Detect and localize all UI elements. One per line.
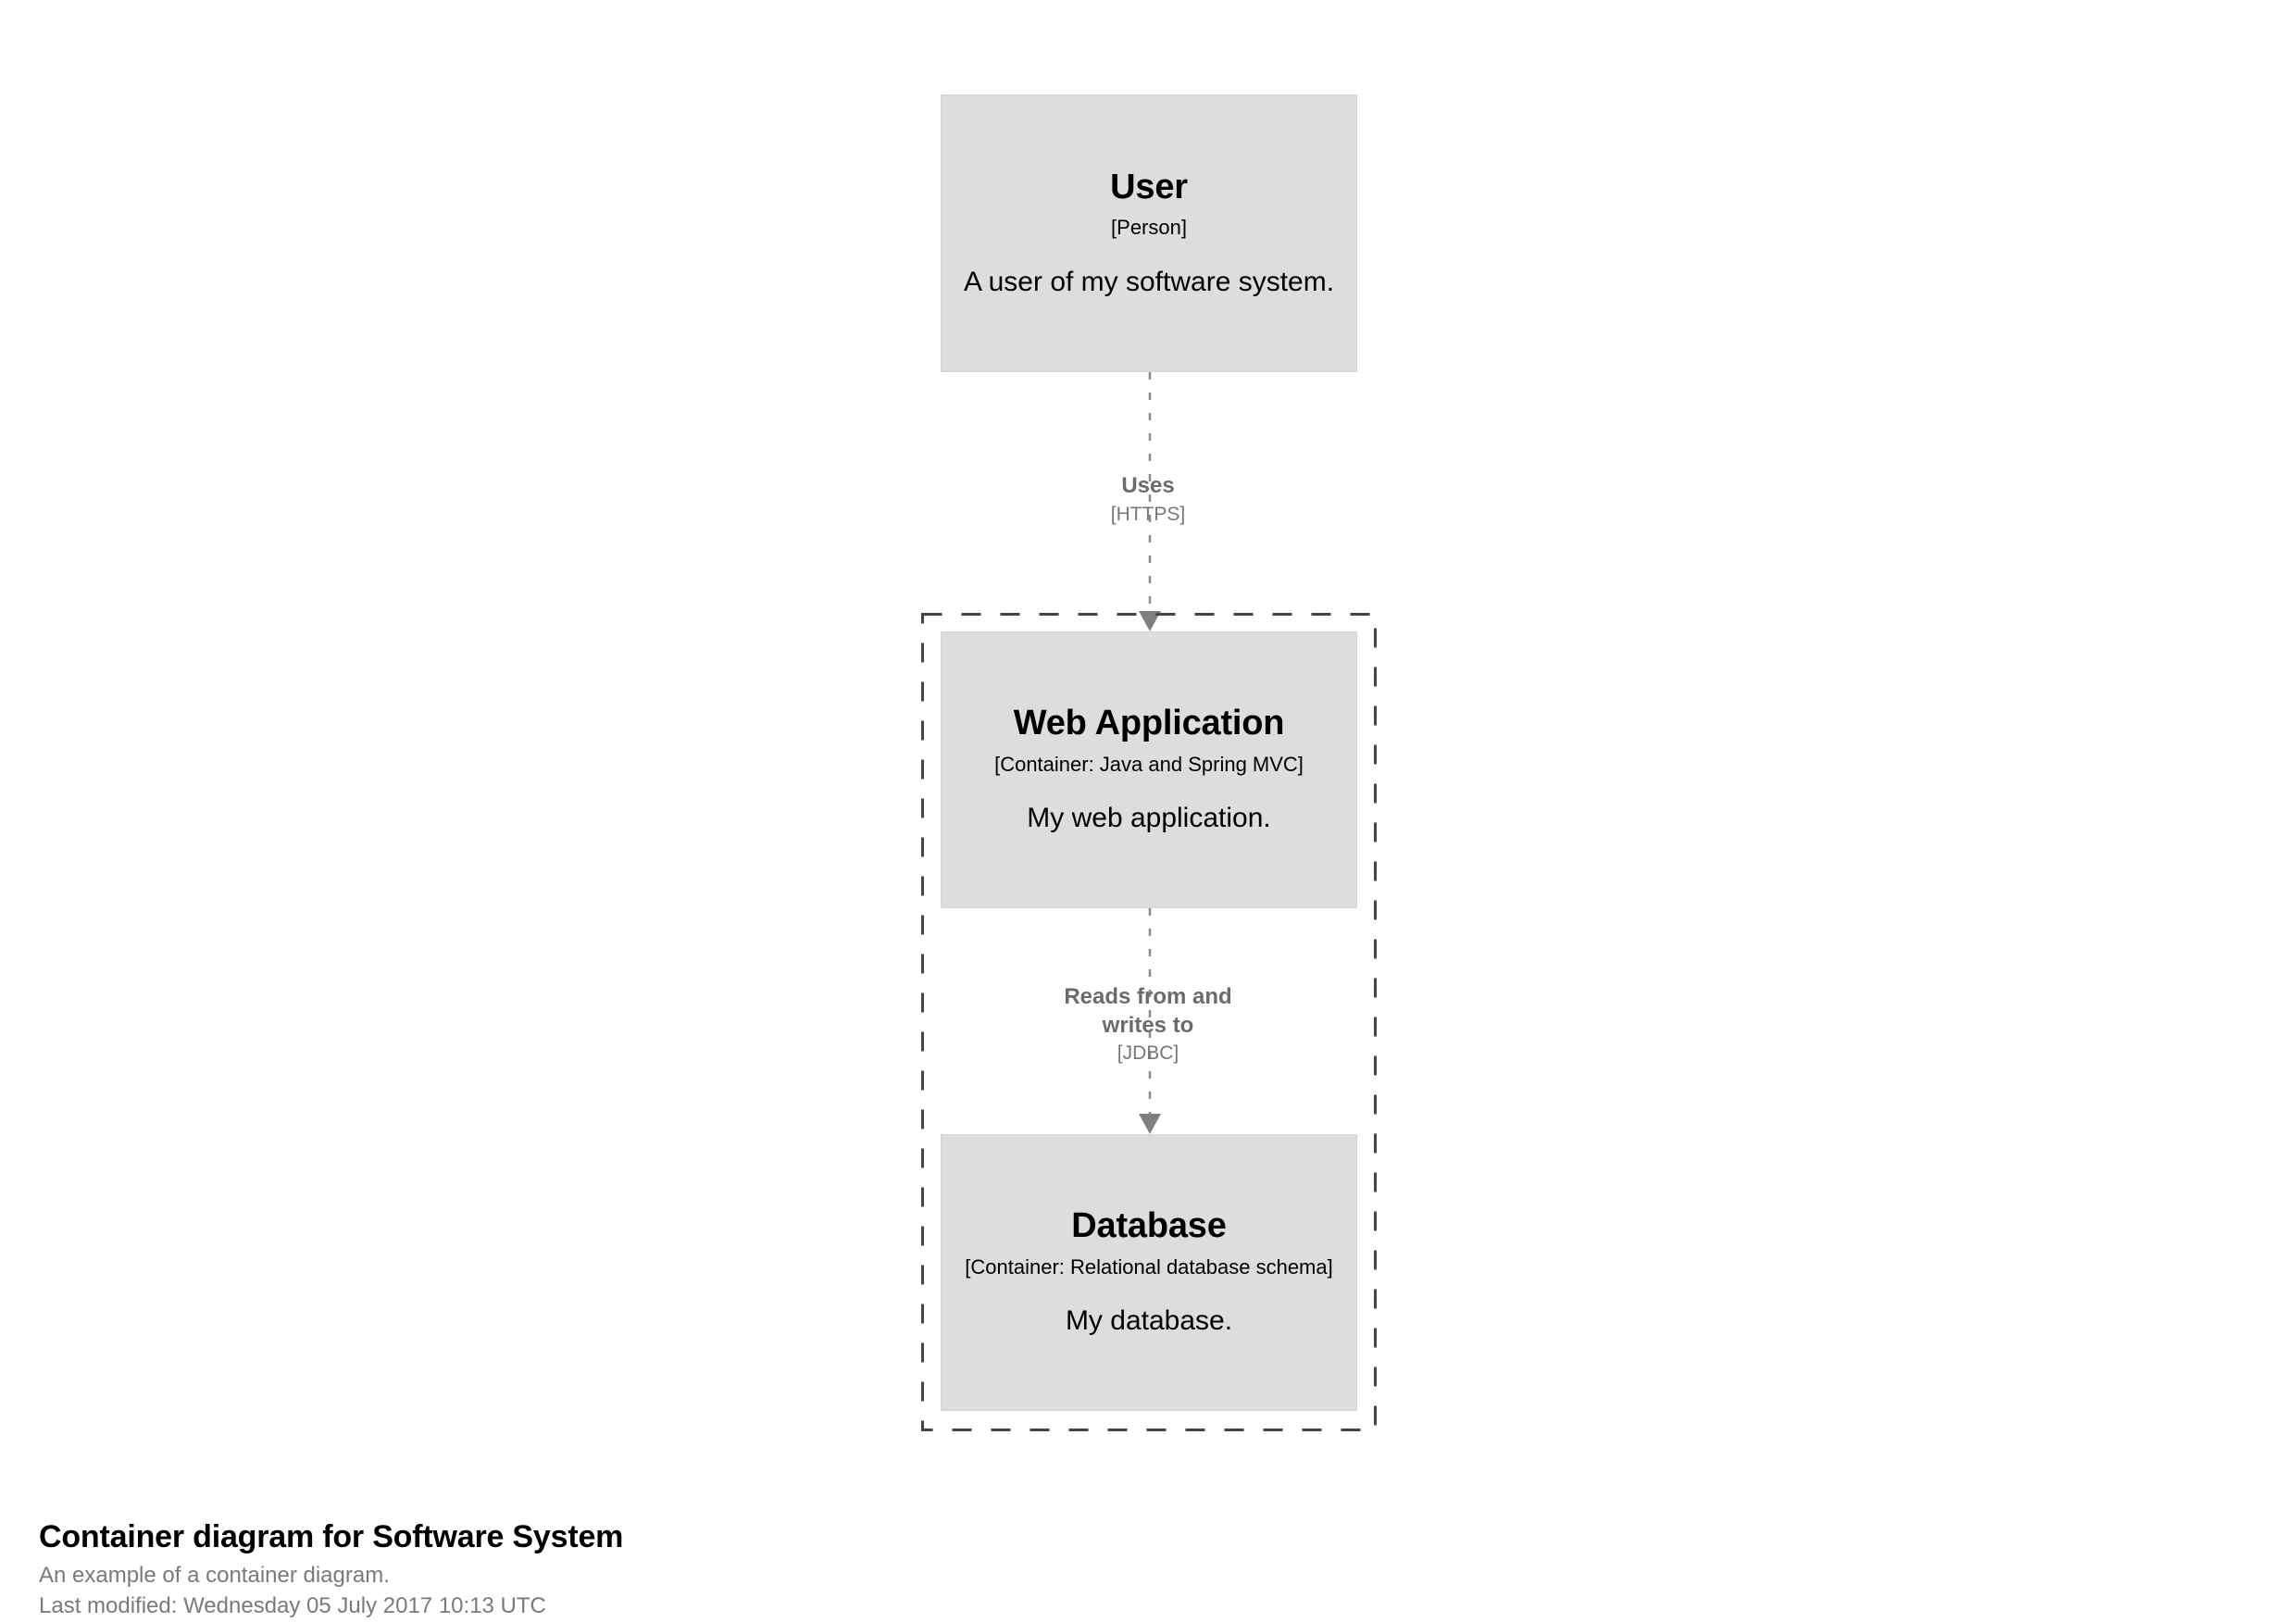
relationship-reads-writes-description-line1: Reads from and <box>1064 984 1232 1009</box>
element-web-application-name: Web Application <box>1013 704 1285 743</box>
element-database-name: Database <box>1071 1206 1227 1246</box>
relationship-reads-writes-label: Reads from and writes to [JDBC] <box>963 983 1333 1067</box>
diagram-subtitle: An example of a container diagram. <box>39 1563 390 1589</box>
element-user-type: [Person] <box>1111 216 1187 240</box>
element-web-application[interactable]: Web Application [Container: Java and Spr… <box>941 631 1357 908</box>
relationship-uses-description: Uses <box>1121 473 1175 498</box>
diagram-title: Container diagram for Software System <box>39 1519 624 1554</box>
relationship-reads-writes-technology: [JDBC] <box>1117 1042 1179 1065</box>
diagram-caption: Container diagram for Software System An… <box>39 1518 1150 1622</box>
element-user[interactable]: User [Person] A user of my software syst… <box>941 94 1357 372</box>
element-user-name: User <box>1110 167 1188 206</box>
element-database-description: My database. <box>1065 1305 1233 1337</box>
relationship-uses-label: Uses [HTTPS] <box>963 472 1333 527</box>
element-web-application-description: My web application. <box>1027 803 1271 834</box>
diagram-last-modified: Last modified: Wednesday 05 July 2017 10… <box>39 1593 546 1619</box>
element-database-type: [Container: Relational database schema] <box>965 1254 1333 1279</box>
relationship-uses-technology: [HTTPS] <box>1110 503 1186 525</box>
element-database[interactable]: Database [Container: Relational database… <box>941 1134 1357 1411</box>
element-web-application-type: [Container: Java and Spring MVC] <box>994 752 1304 776</box>
element-user-description: A user of my software system. <box>963 266 1335 297</box>
relationship-reads-writes-description-line2: writes to <box>1102 1012 1194 1038</box>
